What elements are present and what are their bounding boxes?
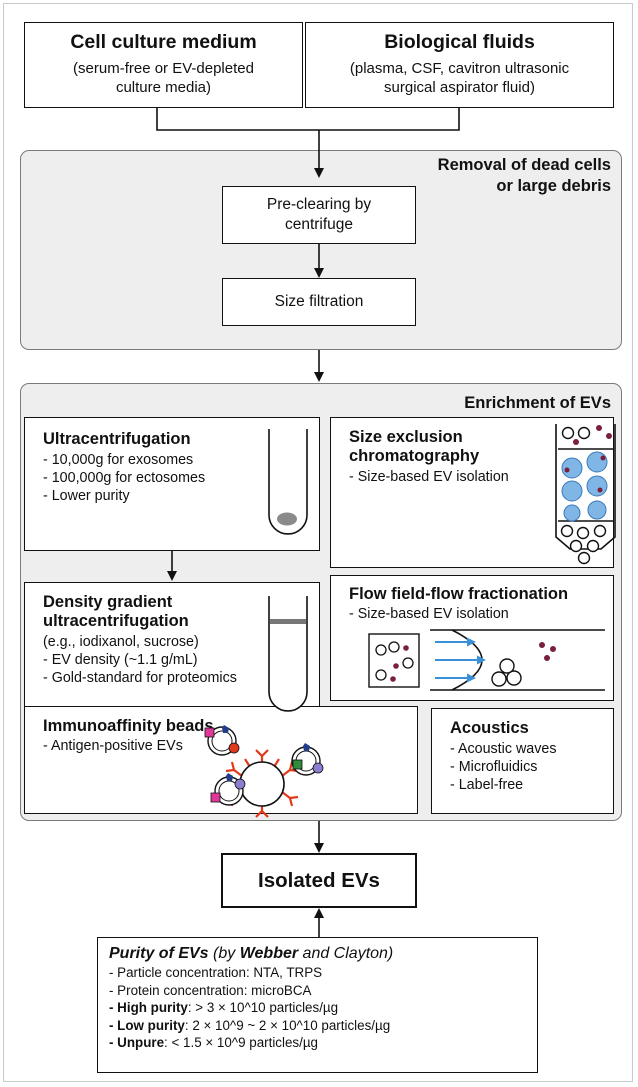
purity-line: - Low purity: 2 × 10^9 ~ 2 × 10^10 parti… bbox=[109, 1017, 391, 1033]
method-title: Acoustics bbox=[450, 719, 529, 737]
method-details: - 10,000g for exosomes - 100,000g for ec… bbox=[43, 452, 206, 504]
purity-line: - Unpure: < 1.5 × 10^9 particles/µg bbox=[109, 1035, 318, 1050]
method-details: - Size-based EV isolation bbox=[349, 469, 509, 485]
method-title: Flow field-flow fractionation bbox=[349, 585, 569, 603]
flow-fractionation-icon bbox=[368, 629, 605, 691]
centrifuge-tube-icon bbox=[268, 429, 308, 535]
method-title: Size exclusion chromatography bbox=[349, 428, 480, 465]
step-precleaning: Pre-clearing by centrifuge bbox=[222, 186, 416, 244]
purity-content: Purity of EVs (by Webber and Clayton) - … bbox=[109, 943, 393, 1052]
isolated-evs-label: Isolated EVs bbox=[258, 868, 380, 892]
enrichment-title: Enrichment of EVs bbox=[464, 394, 611, 412]
ev-left-top bbox=[204, 725, 240, 756]
purity-box: Purity of EVs (by Webber and Clayton) - … bbox=[97, 937, 538, 1073]
immunoaffinity-bead-icon bbox=[204, 725, 324, 818]
method-details: - Size-based EV isolation bbox=[349, 606, 509, 622]
purity-line: - High purity: > 3 × 10^10 particles/µg bbox=[109, 1000, 339, 1015]
sec-column-icon bbox=[555, 424, 616, 565]
ev-left-bottom bbox=[210, 773, 246, 806]
method-details: - Antigen-positive EVs bbox=[43, 738, 183, 754]
purity-title: Purity of EVs (by Webber and Clayton) bbox=[109, 945, 394, 962]
source-subtitle: (serum-free or EV-depleted culture media… bbox=[73, 60, 254, 96]
ev-right bbox=[291, 743, 324, 776]
purity-line: - Protein concentration: microBCA bbox=[109, 982, 312, 998]
source-title: Biological fluids bbox=[384, 31, 535, 53]
method-title: Immunoaffinity beads bbox=[43, 717, 214, 735]
source-cell-culture: Cell culture medium (serum-free or EV-de… bbox=[24, 22, 303, 108]
method-acoustics: Acoustics - Acoustic waves - Microfluidi… bbox=[431, 708, 614, 814]
step-size-filtration: Size filtration bbox=[222, 278, 416, 326]
removal-title: Removal of dead cells or large debris bbox=[437, 156, 611, 195]
source-title: Cell culture medium bbox=[70, 31, 257, 53]
method-details: - Acoustic waves - Microfluidics - Label… bbox=[450, 741, 557, 793]
method-title: Density gradient ultracentrifugation bbox=[43, 593, 189, 630]
isolated-evs-box: Isolated EVs bbox=[221, 853, 417, 908]
figure-frame bbox=[3, 3, 633, 1082]
method-details: (e.g., iodixanol, sucrose) - EV density … bbox=[43, 634, 237, 686]
source-connector bbox=[156, 108, 460, 178]
method-title: Ultracentrifugation bbox=[43, 430, 191, 448]
source-biological-fluids: Biological fluids (plasma, CSF, cavitron… bbox=[305, 22, 614, 108]
density-tube-icon bbox=[268, 596, 308, 712]
purity-line: - Particle concentration: NTA, TRPS bbox=[109, 965, 323, 980]
source-subtitle: (plasma, CSF, cavitron ultrasonic surgic… bbox=[349, 60, 570, 96]
